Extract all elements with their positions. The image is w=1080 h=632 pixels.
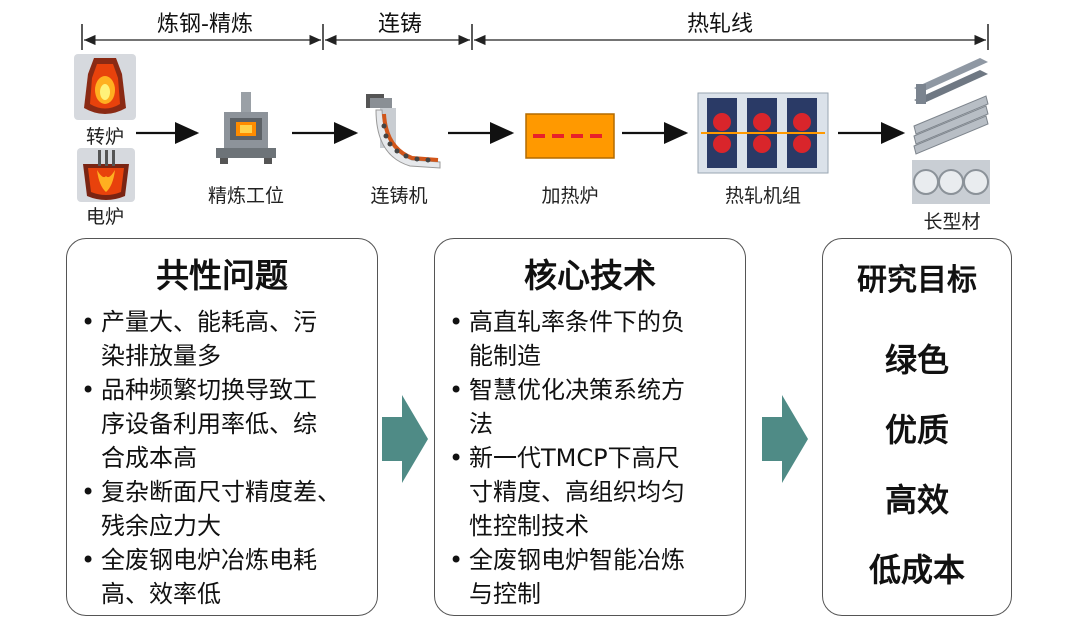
core-technology-title: 核心技术 bbox=[524, 256, 656, 295]
list-item: 复杂断面尺寸精度差、残余应力大 bbox=[79, 475, 379, 543]
refining-station-label: 精炼工位 bbox=[207, 185, 284, 207]
reheating-furnace-icon bbox=[525, 113, 615, 159]
reheating-furnace-label: 加热炉 bbox=[541, 185, 599, 207]
hot-rolling-mill-label: 热轧机组 bbox=[724, 185, 801, 207]
converter-icon bbox=[74, 54, 136, 120]
research-goals-box: 研究目标 绿色 优质 高效 低成本 bbox=[822, 238, 1012, 616]
stage-label-steelmaking: 炼钢-精炼 bbox=[125, 6, 285, 38]
big-arrow-right-1-icon bbox=[382, 395, 428, 483]
research-goals-title: 研究目标 bbox=[857, 263, 977, 298]
refining-station-icon bbox=[216, 92, 276, 164]
process-flow-arrows bbox=[136, 122, 906, 144]
stage-label-hot-rolling: 热轧线 bbox=[665, 6, 775, 38]
goal-efficiency: 高效 bbox=[884, 481, 949, 519]
long-products-label: 长型材 bbox=[923, 211, 981, 233]
big-arrow-right-2-icon bbox=[762, 395, 808, 483]
goal-low-cost: 低成本 bbox=[868, 551, 965, 589]
long-products-icon bbox=[912, 58, 990, 204]
common-problems-title: 共性问题 bbox=[156, 256, 288, 295]
continuous-caster-label: 连铸机 bbox=[370, 185, 428, 207]
electric-furnace-label: 电炉 bbox=[85, 206, 124, 228]
electric-furnace-icon bbox=[77, 148, 135, 202]
stage-dimension-lines bbox=[81, 24, 989, 50]
continuous-caster-icon bbox=[366, 94, 441, 169]
hot-rolling-mill-icon bbox=[697, 92, 829, 174]
goal-green: 绿色 bbox=[884, 341, 949, 379]
stage-label-casting: 连铸 bbox=[355, 6, 445, 38]
goal-quality: 优质 bbox=[884, 411, 949, 449]
converter-label: 转炉 bbox=[85, 126, 124, 148]
